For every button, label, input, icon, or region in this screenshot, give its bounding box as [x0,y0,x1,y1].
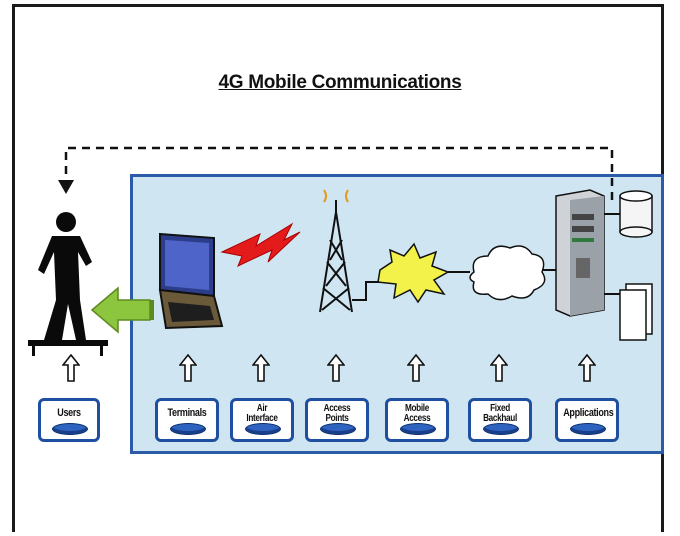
label-fixed-backhaul: Fixed Backhaul [468,398,532,442]
label-text: Fixed Backhaul [483,403,517,424]
up-arrow-icon [252,354,270,382]
document-icon [619,283,653,341]
up-arrow-icon [578,354,596,382]
dashed-feedback-arrow [64,146,614,200]
label-oval-icon [320,423,356,435]
label-text: Applications [563,407,614,419]
label-oval-icon [483,423,519,435]
label-users: Users [38,398,100,442]
label-text: Terminals [167,407,207,419]
label-oval-icon [170,423,206,435]
up-arrow-icon [62,354,80,382]
platform-leg-left [32,346,35,356]
lightning-bolt-icon [220,222,301,267]
label-access-points: Access Points [305,398,369,442]
up-arrow-icon [407,354,425,382]
feedback-arrow-head [58,180,74,194]
label-terminals: Terminals [155,398,219,442]
label-text: Mobile Access [403,403,431,424]
platform-leg-right [100,346,103,356]
label-oval-icon [570,423,606,435]
laptop-icon [158,232,224,330]
label-text: Air Interface [246,403,278,424]
cloud-icon [469,245,546,301]
label-mobile-access: Mobile Access [385,398,449,442]
label-applications: Applications [555,398,619,442]
burst-icon [377,242,450,304]
up-arrow-icon [179,354,197,382]
label-text: Access Points [323,403,351,424]
label-text: Users [57,407,81,419]
diagram-title: 4G Mobile Communications [218,72,462,93]
server-icon [555,189,605,317]
database-icon [619,190,653,238]
up-arrow-icon [490,354,508,382]
label-oval-icon [400,423,436,435]
label-oval-icon [52,423,88,435]
person-icon [38,212,92,340]
up-arrow-icon [327,354,345,382]
label-oval-icon [245,423,281,435]
antenna-tower-icon [319,189,353,313]
platform [28,340,108,346]
tower-link [352,281,382,301]
green-arrow-icon [90,286,154,334]
label-air-interface: Air Interface [230,398,294,442]
